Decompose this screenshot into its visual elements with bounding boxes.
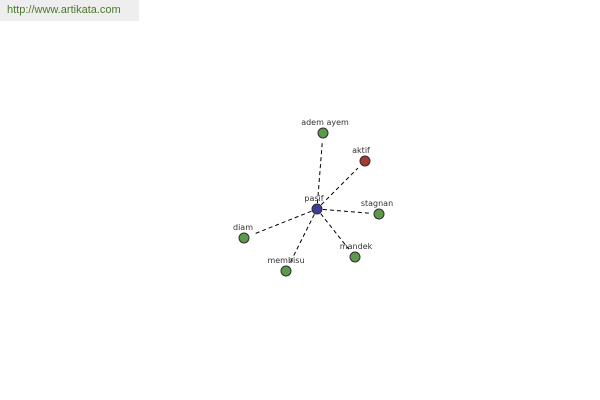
edge-pasif-adem-ayem (316, 142, 323, 204)
node-mandek[interactable]: mandek (340, 242, 373, 263)
node-layer: pasif adem ayem aktif stagnan mandek membisu d… (233, 118, 393, 277)
node-stagnan[interactable]: stagnan (361, 199, 393, 220)
node-marker-stagnan[interactable] (373, 208, 385, 220)
node-pasif[interactable]: pasif (304, 194, 324, 215)
node-marker-diam[interactable] (238, 232, 250, 244)
edge-pasif-aktif (320, 167, 359, 206)
edge-pasif-diam (253, 210, 312, 235)
node-marker-adem-ayem[interactable] (317, 127, 329, 139)
node-label-mandek[interactable]: mandek (340, 242, 373, 251)
node-diam[interactable]: diam (233, 223, 253, 244)
edge-layer (253, 142, 370, 263)
node-label-diam[interactable]: diam (233, 223, 253, 232)
node-label-adem-ayem[interactable]: adem ayem (301, 118, 349, 127)
node-marker-membisu[interactable] (280, 265, 292, 277)
url-banner: http://www.artikata.com (0, 0, 139, 21)
node-adem-ayem[interactable]: adem ayem (301, 118, 349, 139)
node-label-stagnan[interactable]: stagnan (361, 199, 393, 208)
node-label-aktif[interactable]: aktif (352, 146, 370, 155)
node-label-membisu[interactable]: membisu (267, 256, 304, 265)
node-aktif[interactable]: aktif (352, 146, 371, 167)
edge-pasif-membisu (290, 214, 315, 263)
node-membisu[interactable]: membisu (267, 256, 305, 277)
node-label-pasif[interactable]: pasif (304, 194, 323, 203)
node-marker-mandek[interactable] (349, 251, 361, 263)
edge-pasif-stagnan (322, 208, 370, 214)
edge-pasif-mandek (320, 213, 350, 250)
source-url[interactable]: http://www.artikata.com (7, 4, 121, 16)
node-marker-pasif[interactable] (311, 203, 323, 215)
node-marker-aktif[interactable] (359, 155, 371, 167)
